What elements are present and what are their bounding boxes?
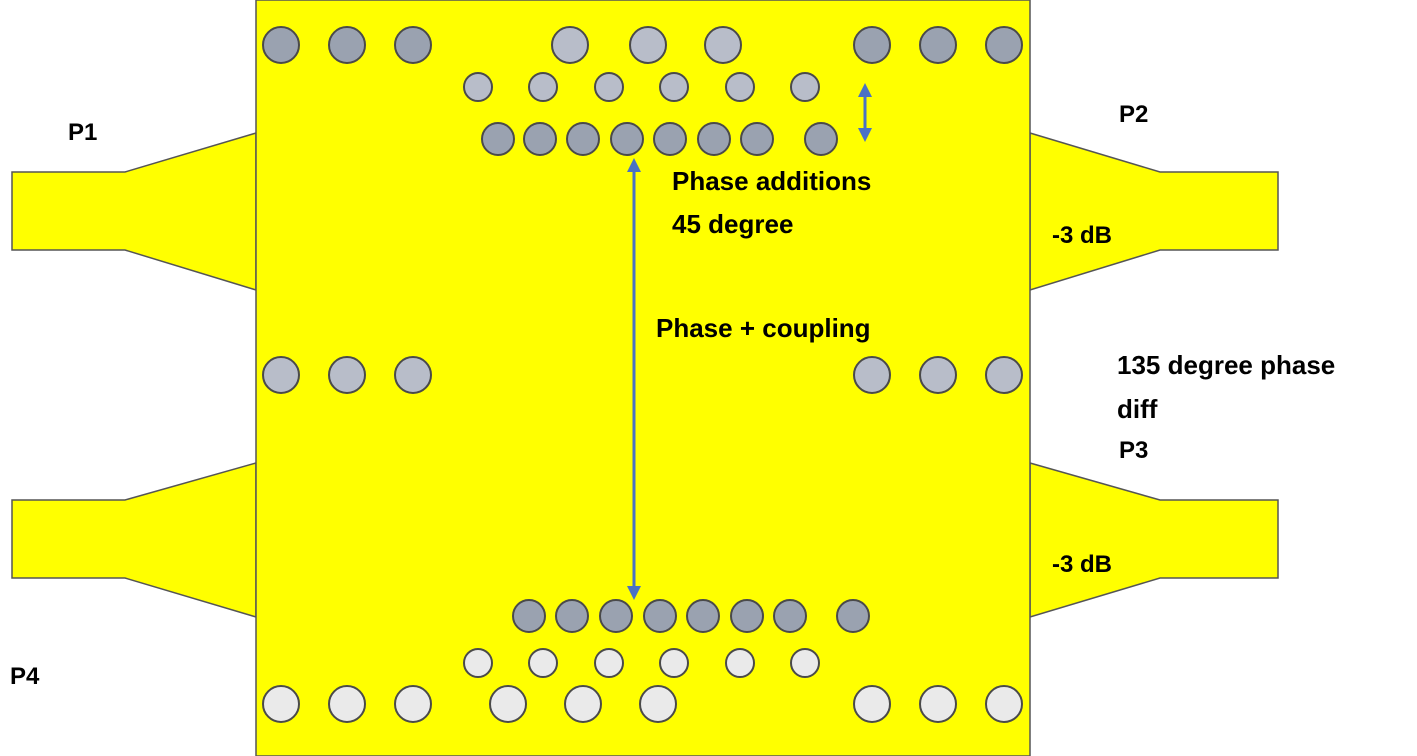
via-coupling-row-bottom [643, 599, 677, 633]
via-lower-row [725, 648, 755, 678]
phase-diff-label: 135 degree phase [1117, 350, 1336, 380]
via-lower-row [463, 648, 493, 678]
via-bottom-left [262, 685, 300, 723]
port-label-p1: P1 [68, 119, 98, 146]
via-coupling-row-bottom [599, 599, 633, 633]
via-mid-right [853, 356, 891, 394]
via-upper-row [659, 72, 689, 102]
via-lower-row [659, 648, 689, 678]
via-top-right [919, 26, 957, 64]
via-top-left [328, 26, 366, 64]
via-mid-left [394, 356, 432, 394]
via-upper-row [594, 72, 624, 102]
arrows [627, 83, 872, 600]
coupling-distance-arrow-head-top [627, 158, 641, 172]
via-lower-row [528, 648, 558, 678]
via-coupling-row-top [804, 122, 838, 156]
via-upper-row [790, 72, 820, 102]
via-coupling-row-top [523, 122, 557, 156]
via-lower-row [790, 648, 820, 678]
via-bottom-center [564, 685, 602, 723]
via-top-right [985, 26, 1023, 64]
via-coupling-row-bottom [836, 599, 870, 633]
phase-offset-arrow-head-bottom [858, 128, 872, 142]
feed-line-p1 [11, 131, 257, 292]
via-upper-row [725, 72, 755, 102]
via-coupling-row-top [566, 122, 600, 156]
substrate-board [255, 0, 1031, 756]
via-bottom-right [919, 685, 957, 723]
via-coupling-row-top [653, 122, 687, 156]
via-coupling-row-top [610, 122, 644, 156]
via-coupling-row-bottom [512, 599, 546, 633]
via-coupling-row-bottom [555, 599, 589, 633]
via-mid-right [985, 356, 1023, 394]
feed-line-p3 [1029, 462, 1279, 619]
insertion-loss-p2-label: -3 dB [1052, 222, 1112, 249]
via-lower-row [594, 648, 624, 678]
phase-additions-label: Phase additions [672, 166, 872, 196]
phase-diff-label-line2: diff [1117, 394, 1158, 424]
via-coupling-row-bottom [686, 599, 720, 633]
port-label-p3: P3 [1119, 437, 1149, 464]
coupling-distance-arrow-head-bottom [627, 586, 641, 600]
port-label-p4: P4 [10, 663, 40, 690]
via-bottom-right [985, 685, 1023, 723]
via-coupling-row-bottom [730, 599, 764, 633]
phase-coupling-label: Phase + coupling [656, 313, 871, 343]
via-array [262, 26, 1023, 723]
port-label-p2: P2 [1119, 101, 1149, 128]
via-mid-left [262, 356, 300, 394]
via-upper-row [463, 72, 493, 102]
via-bottom-center [489, 685, 527, 723]
insertion-loss-p3-label: -3 dB [1052, 551, 1112, 578]
via-coupling-row-top [481, 122, 515, 156]
via-mid-right [919, 356, 957, 394]
via-top-left [262, 26, 300, 64]
via-bottom-left [328, 685, 366, 723]
via-top-center [551, 26, 589, 64]
via-coupling-row-top [697, 122, 731, 156]
feed-lines [11, 131, 1279, 619]
via-bottom-right [853, 685, 891, 723]
phase-additions-degree-label: 45 degree [672, 209, 794, 239]
via-upper-row [528, 72, 558, 102]
via-coupling-row-top [740, 122, 774, 156]
via-bottom-center [639, 685, 677, 723]
via-top-left [394, 26, 432, 64]
feed-line-p4 [11, 462, 257, 619]
via-mid-left [328, 356, 366, 394]
phase-offset-arrow-head-top [858, 83, 872, 97]
via-top-right [853, 26, 891, 64]
feed-line-p2 [1029, 131, 1279, 292]
via-top-center [704, 26, 742, 64]
via-coupling-row-bottom [773, 599, 807, 633]
via-top-center [629, 26, 667, 64]
via-bottom-left [394, 685, 432, 723]
